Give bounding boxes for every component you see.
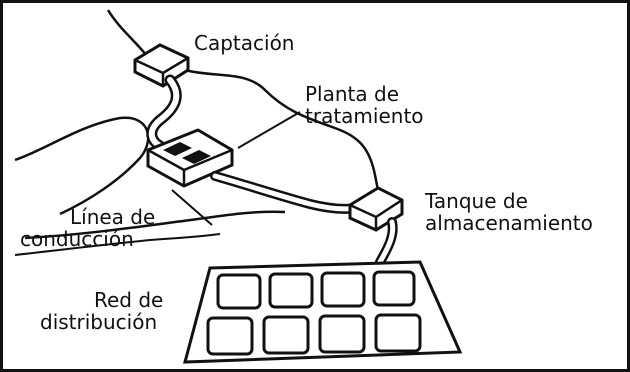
label-red-line1: Red de bbox=[94, 288, 164, 312]
label-planta-line1: Planta de bbox=[305, 82, 400, 106]
label-red-line2: distribución bbox=[40, 310, 158, 334]
label-planta-line2: tratamiento bbox=[305, 104, 424, 128]
label-linea-line1: Línea de bbox=[70, 205, 156, 229]
terrain-lower bbox=[14, 116, 286, 240]
treatment-plant bbox=[146, 128, 234, 188]
leader-planta bbox=[237, 111, 301, 149]
label-linea-line2: conducción bbox=[20, 227, 134, 251]
label-captacion: Captación bbox=[194, 31, 295, 55]
leader-linea bbox=[171, 189, 213, 226]
intake-structure bbox=[133, 43, 190, 88]
label-tanque-line1: Tanque de bbox=[425, 189, 528, 213]
terrain-riverbank bbox=[14, 233, 221, 256]
label-tanque-line2: almacenamiento bbox=[425, 211, 593, 235]
distribution-network bbox=[183, 260, 463, 364]
